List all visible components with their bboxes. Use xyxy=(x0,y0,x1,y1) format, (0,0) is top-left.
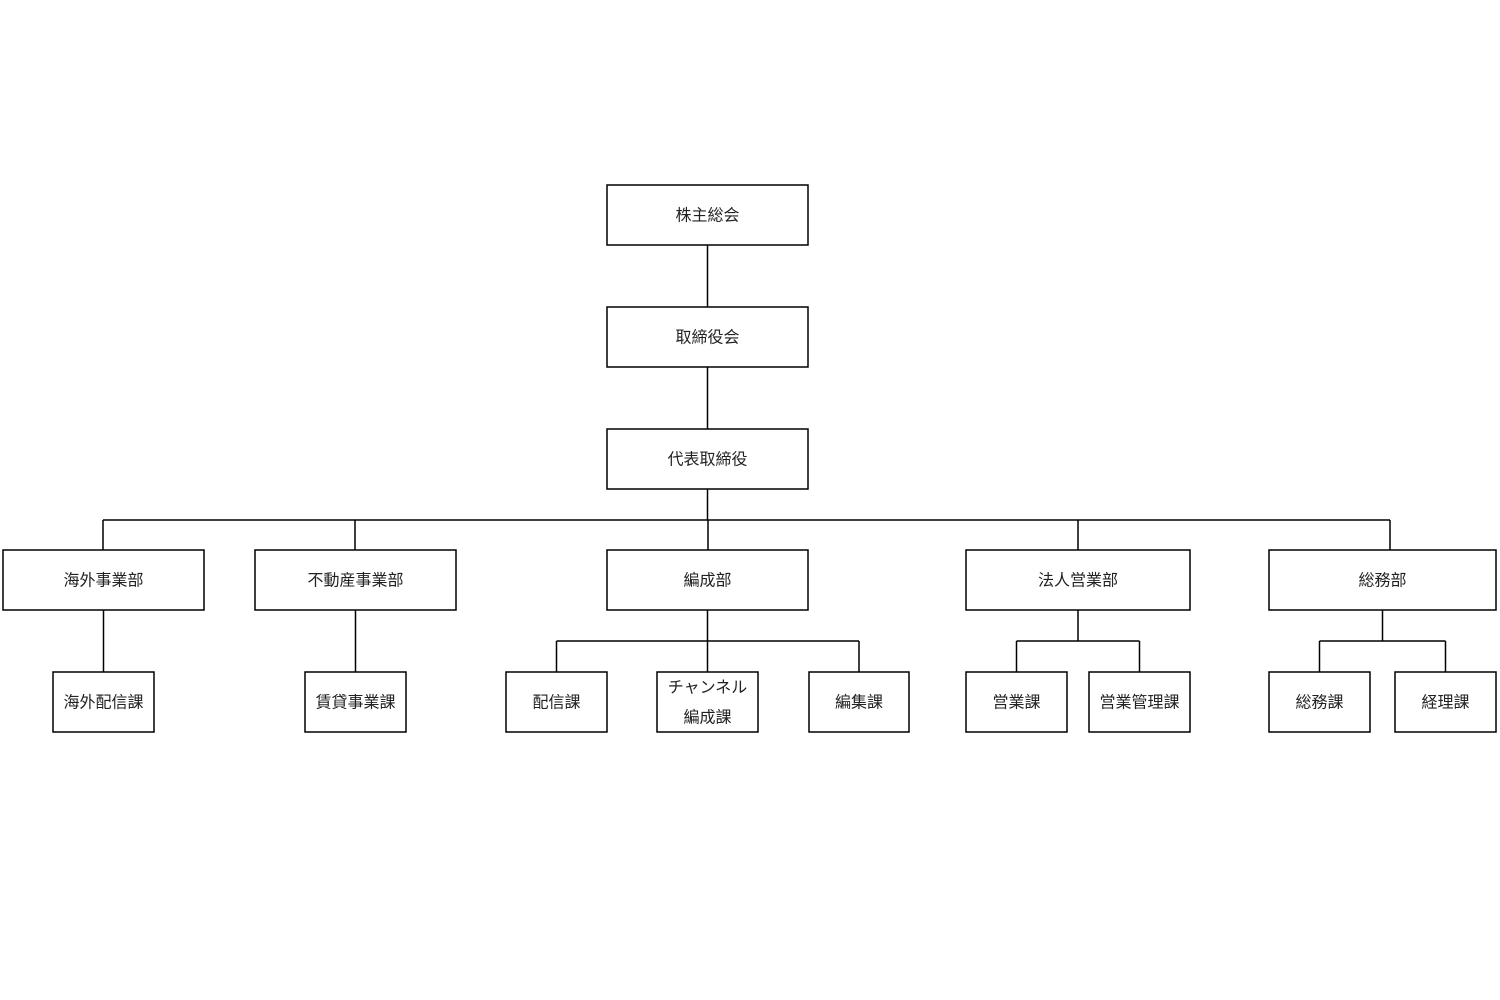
node-section-2-1-box xyxy=(656,671,759,733)
node-section-2-1-label: 編成課 xyxy=(683,708,731,727)
node-representative-director-label: 代表取締役 xyxy=(667,450,747,469)
node-section-1-0-box xyxy=(304,671,407,733)
node-section-4-0-label: 総務課 xyxy=(1295,693,1343,712)
node-section-4-0: 総務課 xyxy=(1268,671,1371,733)
node-board-of-directors-box xyxy=(606,306,809,368)
node-department-4-box xyxy=(1268,549,1497,611)
node-department-2-label: 編成部 xyxy=(683,571,731,590)
node-section-4-1-box xyxy=(1394,671,1497,733)
node-section-0-0-box xyxy=(52,671,155,733)
node-section-1-0: 賃貸事業課 xyxy=(304,671,407,733)
node-department-0-box xyxy=(2,549,205,611)
node-section-3-0-label: 営業課 xyxy=(992,693,1040,712)
node-department-0-label: 海外事業部 xyxy=(63,571,143,590)
node-section-3-1-label: 営業管理課 xyxy=(1099,693,1179,712)
node-section-2-2-label: 編集課 xyxy=(835,693,883,712)
node-section-1-0-label: 賃貸事業課 xyxy=(315,693,395,712)
node-department-3-box xyxy=(965,549,1191,611)
node-section-2-2-box xyxy=(808,671,910,733)
node-board-of-directors-label: 取締役会 xyxy=(675,328,739,347)
node-section-2-0: 配信課 xyxy=(505,671,608,733)
node-shareholders-meeting-box xyxy=(606,184,809,246)
node-department-0: 海外事業部 xyxy=(2,549,205,611)
node-department-1-box xyxy=(254,549,457,611)
node-section-4-1: 経理課 xyxy=(1394,671,1497,733)
node-section-2-1-label: チャンネル xyxy=(668,678,748,697)
node-section-4-1-label: 経理課 xyxy=(1421,693,1469,712)
node-department-1-label: 不動産事業部 xyxy=(307,571,403,590)
node-department-1: 不動産事業部 xyxy=(254,549,457,611)
node-department-2: 編成部 xyxy=(606,549,809,611)
node-board-of-directors: 取締役会 xyxy=(606,306,809,368)
node-section-3-1-box xyxy=(1088,671,1191,733)
connector-lines xyxy=(102,245,1447,672)
node-representative-director: 代表取締役 xyxy=(606,428,809,490)
node-section-2-2: 編集課 xyxy=(808,671,910,733)
node-section-0-0: 海外配信課 xyxy=(52,671,155,733)
node-department-3-label: 法人営業部 xyxy=(1038,571,1118,590)
node-section-3-1: 営業管理課 xyxy=(1088,671,1191,733)
node-section-3-0: 営業課 xyxy=(965,671,1068,733)
node-section-4-0-box xyxy=(1268,671,1371,733)
node-department-4-label: 総務部 xyxy=(1358,571,1406,590)
node-section-3-0-box xyxy=(965,671,1068,733)
node-department-2-box xyxy=(606,549,809,611)
node-shareholders-meeting-label: 株主総会 xyxy=(675,206,739,225)
node-section-0-0-label: 海外配信課 xyxy=(63,693,143,712)
node-representative-director-box xyxy=(606,428,809,490)
node-section-2-0-box xyxy=(505,671,608,733)
node-department-4: 総務部 xyxy=(1268,549,1497,611)
node-section-2-0-label: 配信課 xyxy=(532,693,580,712)
node-shareholders-meeting: 株主総会 xyxy=(606,184,809,246)
node-department-3: 法人営業部 xyxy=(965,549,1191,611)
